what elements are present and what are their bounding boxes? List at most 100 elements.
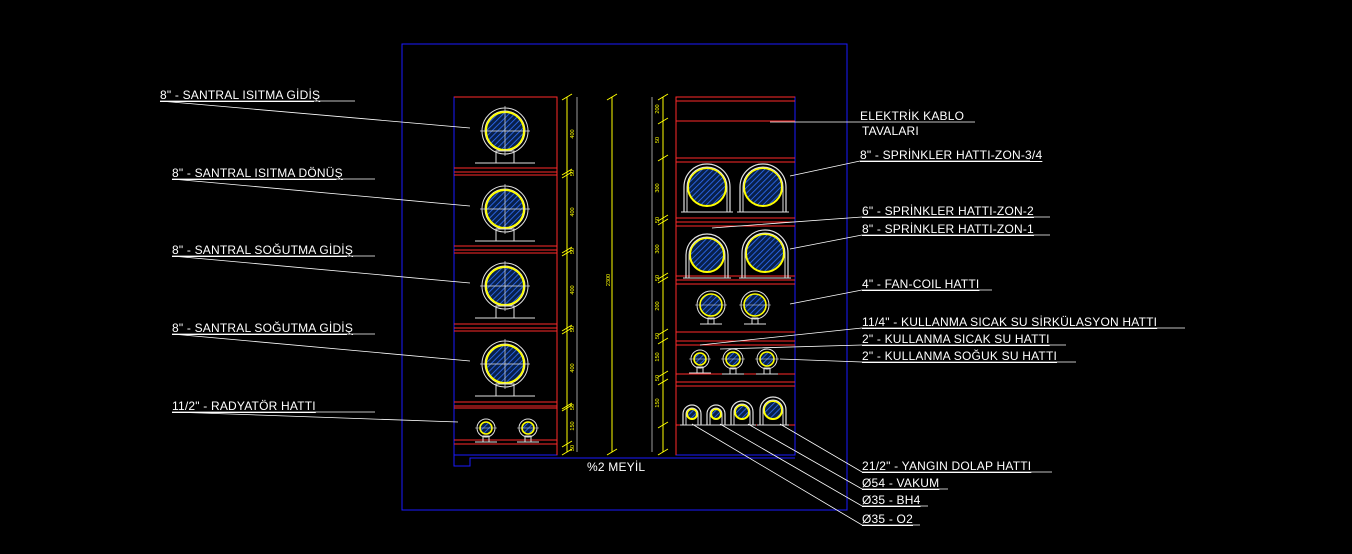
right-dimension-tick (657, 328, 669, 336)
left-dimension-text: 400 (570, 207, 576, 216)
radiator-pipe (475, 418, 497, 443)
left-dimension-tick (561, 404, 573, 412)
pipes (475, 106, 791, 443)
right-shelf (675, 279, 795, 333)
bh4-pipe (704, 404, 728, 426)
right-dimension-text: 200 (655, 301, 661, 310)
label-radiator-line: 11/2" - RADYATÖR HATTI (172, 399, 316, 413)
label-fan-coil: 4" - FAN-COIL HATTI (862, 277, 980, 291)
label-cooling-supply-2: 8" - SANTRAL SOĞUTMA GİDİŞ (172, 321, 354, 335)
left-shelf (454, 407, 558, 445)
pipe-body (687, 167, 727, 207)
right-shelves (556, 96, 795, 455)
left-dimension-tick (561, 327, 573, 335)
leader-line (779, 423, 1052, 473)
pipe-body (689, 237, 725, 273)
pipe-body (710, 408, 722, 420)
u-bolt (759, 396, 787, 425)
label-sprinkler-2: 6" - SPRİNKLER HATTI-ZON-2 (862, 204, 1034, 218)
leader-line (789, 289, 992, 305)
u-bolt-inner (762, 399, 784, 425)
slope-label: %2 MEYİL (587, 460, 646, 474)
u-bolt (730, 400, 754, 425)
right-dimension-tick (657, 448, 669, 456)
leader-line (171, 178, 471, 207)
label-cold-water: 2" - KULLANMA SOĞUK SU HATTI (862, 349, 1058, 363)
sprinkler-pipe (737, 163, 789, 213)
u-bolt-inner (688, 236, 726, 278)
central-pipe (475, 106, 535, 164)
right-dimension-tick (657, 337, 669, 345)
right-dimension-text: 50 (655, 333, 661, 339)
leader-line (779, 358, 1076, 363)
pipe-body (734, 404, 750, 420)
right-dimension-tick (657, 93, 669, 101)
leader-line (789, 160, 1030, 177)
u-bolt-inner (744, 232, 786, 278)
left-dimension-text: 50 (570, 170, 576, 176)
pipe-body (743, 167, 783, 207)
left-dimension-text: 50 (570, 404, 576, 410)
central-pipe (475, 184, 535, 242)
fan-coil-pipe (739, 290, 771, 325)
leader-line (711, 216, 1050, 229)
left-dimension-tick (561, 171, 573, 179)
u-bolt (683, 163, 731, 212)
right-dimension-text: 150 (655, 398, 661, 407)
right-dimension-text: 300 (655, 183, 661, 192)
right-dimension-text: 50 (655, 137, 661, 143)
label-sprinkler-1: 8" - SPRİNKLER HATTI-ZON-1 (862, 222, 1034, 236)
right-dimension-tick (657, 218, 669, 226)
right-dimension-text: 150 (655, 352, 661, 361)
left-dimension-tick (561, 448, 573, 456)
fan-coil-pipe (695, 290, 727, 325)
u-bolt (739, 163, 787, 212)
right-dimension-tick (657, 378, 669, 386)
fire-cabinet-pipe (757, 396, 789, 426)
leader-line (747, 423, 948, 490)
left-dimension-text: 400 (570, 363, 576, 372)
left-dimension-tick (561, 324, 573, 332)
label-hot-water: 2" - KULLANMA SICAK SU HATTI (862, 332, 1050, 346)
right-dimension-tick (657, 272, 669, 280)
left-dimension-text: 50 (570, 445, 576, 451)
u-bolt (682, 404, 702, 425)
right-dimension-text: 50 (655, 375, 661, 381)
label-cooling-supply: 8" - SANTRAL SOĞUTMA GİDİŞ (172, 243, 354, 257)
right-dimension-text: 200 (655, 104, 661, 113)
right-dimension-tick (657, 154, 669, 162)
total-dimension-tick (606, 93, 618, 101)
label-cable-tray-1: ELEKTRİK KABLO (860, 109, 965, 123)
radiator-pipe (517, 418, 539, 443)
label-bh4: Ø35 - BH4 (862, 493, 921, 507)
hot-water-pipe (721, 348, 745, 375)
left-dimension-tick (561, 402, 573, 410)
u-bolt-inner (686, 166, 728, 212)
leader-line (691, 423, 920, 526)
u-bolt-inner (709, 407, 723, 425)
central-pipe (475, 261, 535, 319)
right-dimension-tick (657, 117, 669, 125)
u-bolt-inner (685, 407, 699, 425)
left-dimension-text: 400 (570, 129, 576, 138)
sprinkler-pipe (739, 229, 791, 279)
left-dimension-tick (561, 93, 573, 101)
left-dimension-text: 400 (570, 285, 576, 294)
vacuum-pipe (728, 400, 756, 426)
label-recirculation: 11/4" - KULLANMA SICAK SU SİRKÜLASYON HA… (862, 315, 1158, 329)
u-bolt (706, 404, 726, 425)
label-vacuum: Ø54 - VAKUM (862, 476, 940, 490)
recirculation-pipe (689, 349, 711, 374)
dimension-lines: 4005040050400504005015050200503005030050… (561, 93, 669, 456)
left-dimension-text: 50 (570, 326, 576, 332)
total-dimension-text: 2300 (606, 274, 612, 286)
leader-line (171, 411, 459, 423)
pipe-body (745, 233, 785, 273)
right-dimension-tick (657, 370, 669, 378)
u-bolt (741, 229, 789, 278)
leader-line (171, 255, 471, 284)
right-dimension-text: 50 (655, 217, 661, 223)
pipe-body (686, 408, 698, 420)
right-dimension-tick (657, 421, 669, 429)
label-heating-return: 8" - SANTRAL ISITMA DÖNÜŞ (172, 166, 343, 180)
